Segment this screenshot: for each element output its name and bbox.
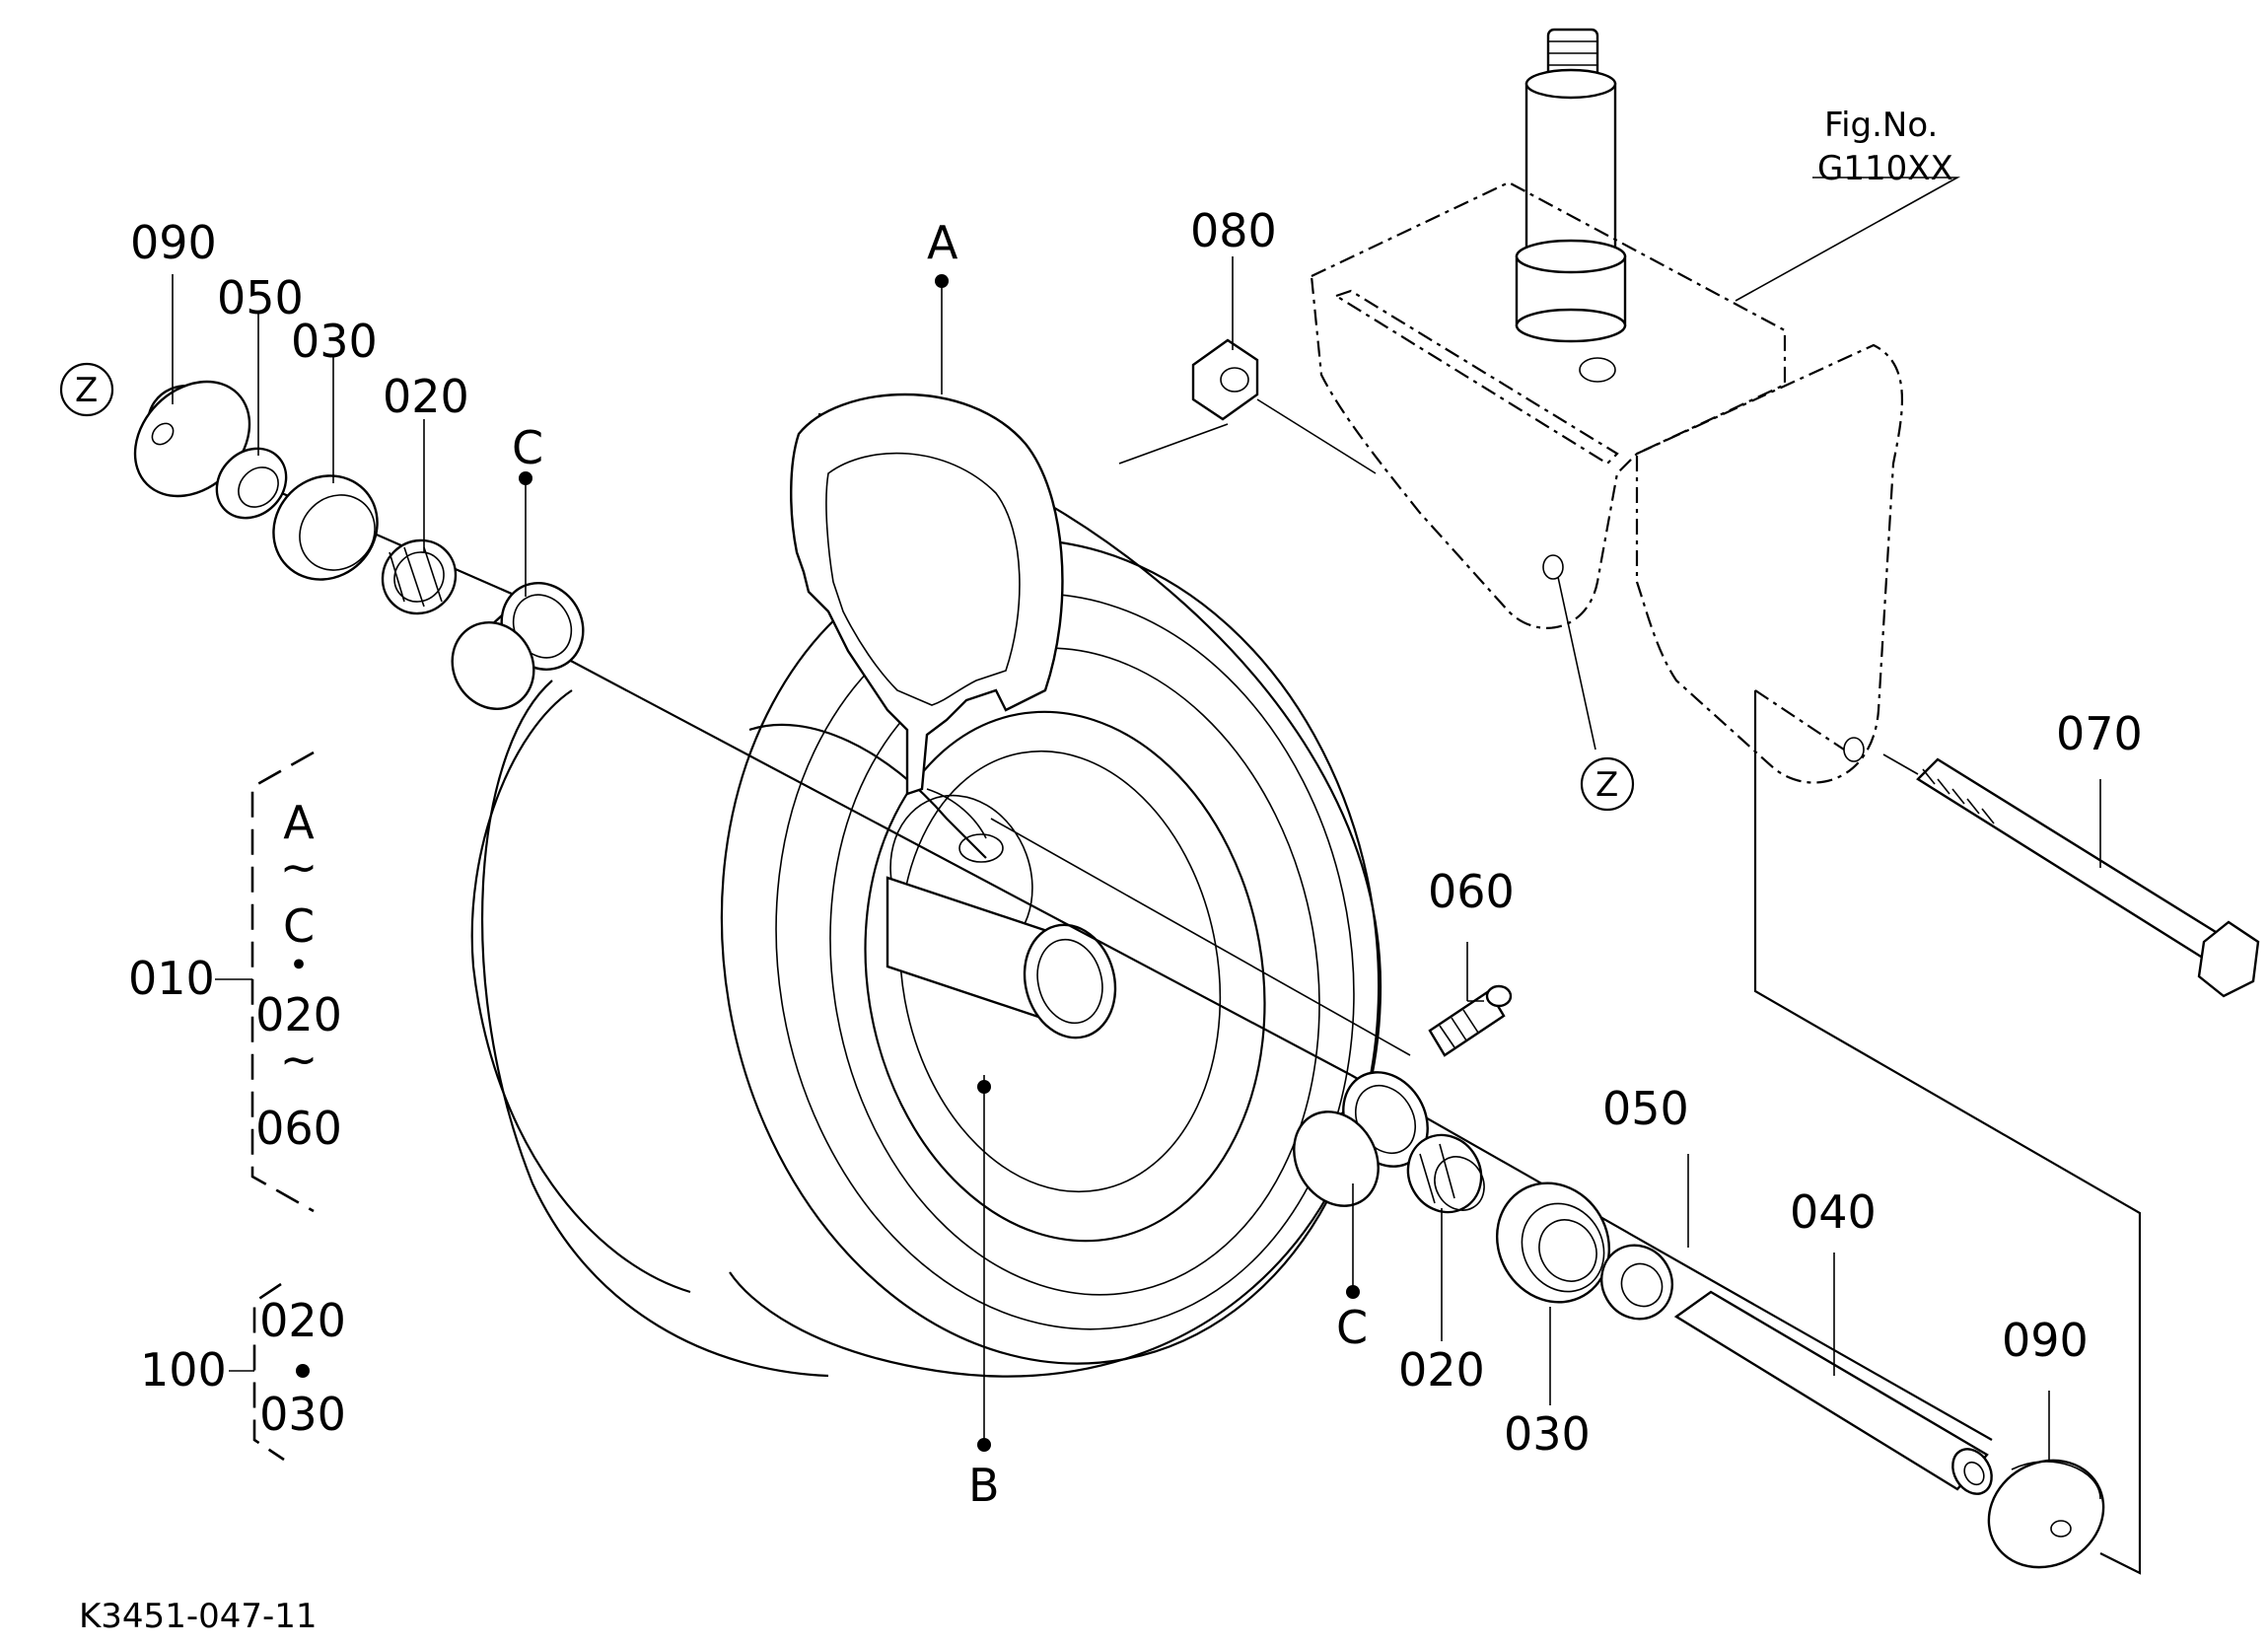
part-050-left xyxy=(215,447,288,520)
part-060 xyxy=(1428,984,1513,1057)
part-050-right xyxy=(1600,1244,1673,1321)
label-040: 040 xyxy=(1790,1185,1877,1239)
label-020-left: 020 xyxy=(383,370,469,423)
label-C-bottom: C xyxy=(1336,1301,1368,1354)
label-030-right: 030 xyxy=(1504,1407,1591,1461)
fig-no-line2: G110XX xyxy=(1817,149,1953,188)
assembly-010-line-4: ・ xyxy=(276,939,321,992)
assembly-100-number: 100 xyxy=(140,1343,227,1396)
label-B: B xyxy=(968,1459,1000,1512)
z-label-left: Z xyxy=(75,371,98,410)
assembly-100-line-1: 020 xyxy=(259,1294,346,1347)
part-040 xyxy=(1673,1290,1993,1495)
label-080: 080 xyxy=(1190,204,1277,257)
z-marker-left xyxy=(59,362,114,417)
z-marker-right xyxy=(1580,756,1635,812)
wheel-assembly xyxy=(470,393,1382,1378)
drawing-code: K3451-047-11 xyxy=(79,1597,318,1636)
assembly-010-number: 010 xyxy=(128,952,215,1005)
reference-dots xyxy=(296,274,1360,1452)
part-090-right xyxy=(1987,1459,2105,1569)
label-090-left: 090 xyxy=(130,216,217,269)
fig-no-line1: Fig.No. xyxy=(1824,106,1938,145)
assembly-010-line-1: A xyxy=(283,796,315,849)
part-race-C-left xyxy=(451,581,585,711)
part-090-left xyxy=(133,380,251,498)
label-050-left: 050 xyxy=(217,271,304,324)
right-parts xyxy=(1293,984,2105,1569)
part-070 xyxy=(1916,757,2260,998)
leader-lines xyxy=(172,177,2101,1460)
assembly-010-line-2: ~ xyxy=(280,840,319,894)
label-060: 060 xyxy=(1428,865,1515,918)
assembly-010-bracket xyxy=(215,751,315,1213)
part-030-right xyxy=(1495,1182,1611,1304)
label-A: A xyxy=(927,216,958,269)
assembly-010-line-5: 020 xyxy=(255,988,342,1041)
fork-stem xyxy=(1515,28,1627,343)
assembly-010-line-7: 060 xyxy=(255,1102,342,1155)
left-parts xyxy=(133,380,585,711)
z-label-right: Z xyxy=(1595,765,1618,805)
part-080 xyxy=(1191,338,1259,421)
label-070: 070 xyxy=(2056,707,2143,760)
label-C-top: C xyxy=(512,421,543,474)
assembly-100-line-3: 030 xyxy=(259,1388,346,1441)
assembly-010-line-6: ~ xyxy=(280,1033,319,1086)
assembly-010-line-3: C xyxy=(283,899,315,953)
part-020-left xyxy=(381,538,458,615)
label-030-left: 030 xyxy=(291,315,378,368)
part-030-left xyxy=(272,474,379,581)
label-050-right: 050 xyxy=(1602,1082,1689,1135)
assembly-100-bracket xyxy=(229,1282,285,1462)
label-090-right: 090 xyxy=(2002,1314,2089,1367)
part-020-right xyxy=(1406,1133,1485,1214)
caster-fork-assembly xyxy=(1191,28,2260,1575)
part-race-C-right xyxy=(1293,1071,1429,1207)
label-020-right: 020 xyxy=(1398,1343,1485,1396)
